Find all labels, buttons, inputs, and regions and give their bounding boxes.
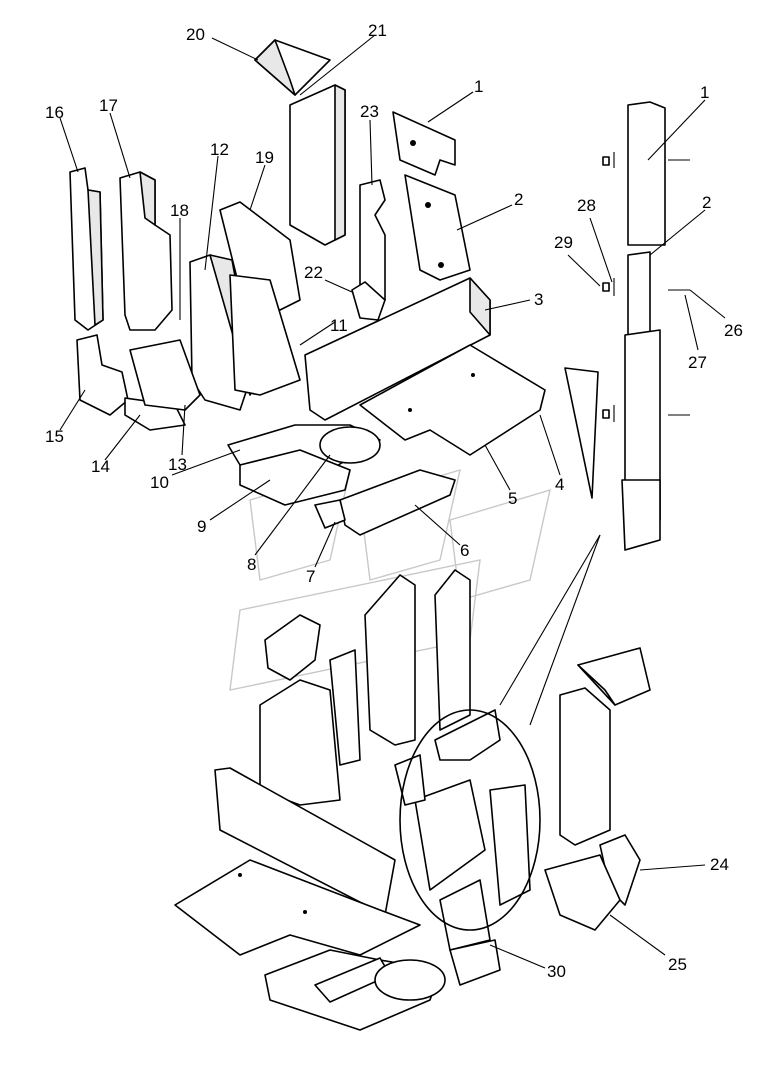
part-1-top: [392, 111, 456, 176]
callout-18: 18: [170, 201, 189, 220]
callout-labels: 1 2 3 4 5 6 7 8 9 10 11 12 13 14 15 16 1…: [45, 21, 743, 981]
callout-13: 13: [168, 455, 187, 474]
callout-19: 19: [255, 148, 274, 167]
callout-1-side: 1: [700, 83, 709, 102]
assembled-view: [174, 569, 651, 1031]
callout-14: 14: [91, 457, 110, 476]
callout-4: 4: [555, 475, 564, 494]
callout-23: 23: [360, 102, 379, 121]
callout-1: 1: [474, 77, 483, 96]
callout-3: 3: [534, 290, 543, 309]
part-21: [289, 84, 346, 246]
callout-6: 6: [460, 541, 469, 560]
callout-11: 11: [330, 316, 348, 335]
part-6: [339, 469, 456, 536]
callout-24: 24: [710, 855, 729, 874]
callout-27: 27: [688, 353, 707, 372]
callout-10: 10: [150, 473, 169, 492]
part-17: [119, 171, 173, 331]
callout-20: 20: [186, 25, 205, 44]
callout-29: 29: [554, 233, 573, 252]
leader-lines: [59, 34, 726, 969]
side-view-assembly: [602, 101, 690, 551]
callout-2-side: 2: [702, 193, 711, 212]
callout-22: 22: [304, 263, 323, 282]
part-9: [239, 449, 351, 506]
callout-17: 17: [99, 96, 118, 115]
part-22: [351, 281, 386, 321]
part-16: [69, 167, 104, 331]
part-7: [314, 499, 346, 529]
callout-5: 5: [508, 489, 517, 508]
part-20: [254, 39, 331, 96]
callout-12: 12: [210, 140, 229, 159]
part-15: [76, 334, 129, 416]
callout-16: 16: [45, 103, 64, 122]
callout-2: 2: [514, 190, 523, 209]
part-13: [129, 339, 201, 411]
callout-8: 8: [247, 555, 256, 574]
callout-21: 21: [368, 21, 387, 40]
part-3: [304, 277, 491, 421]
callout-9: 9: [197, 517, 206, 536]
callout-15: 15: [45, 427, 64, 446]
part-plate-center: [229, 274, 301, 396]
part-5: [359, 344, 546, 456]
callout-30: 30: [547, 962, 566, 981]
callout-25: 25: [668, 955, 687, 974]
part-4: [564, 367, 599, 499]
callout-28: 28: [577, 196, 596, 215]
part-2-top: [404, 174, 471, 281]
callout-7: 7: [306, 567, 315, 586]
callout-26: 26: [724, 321, 743, 340]
